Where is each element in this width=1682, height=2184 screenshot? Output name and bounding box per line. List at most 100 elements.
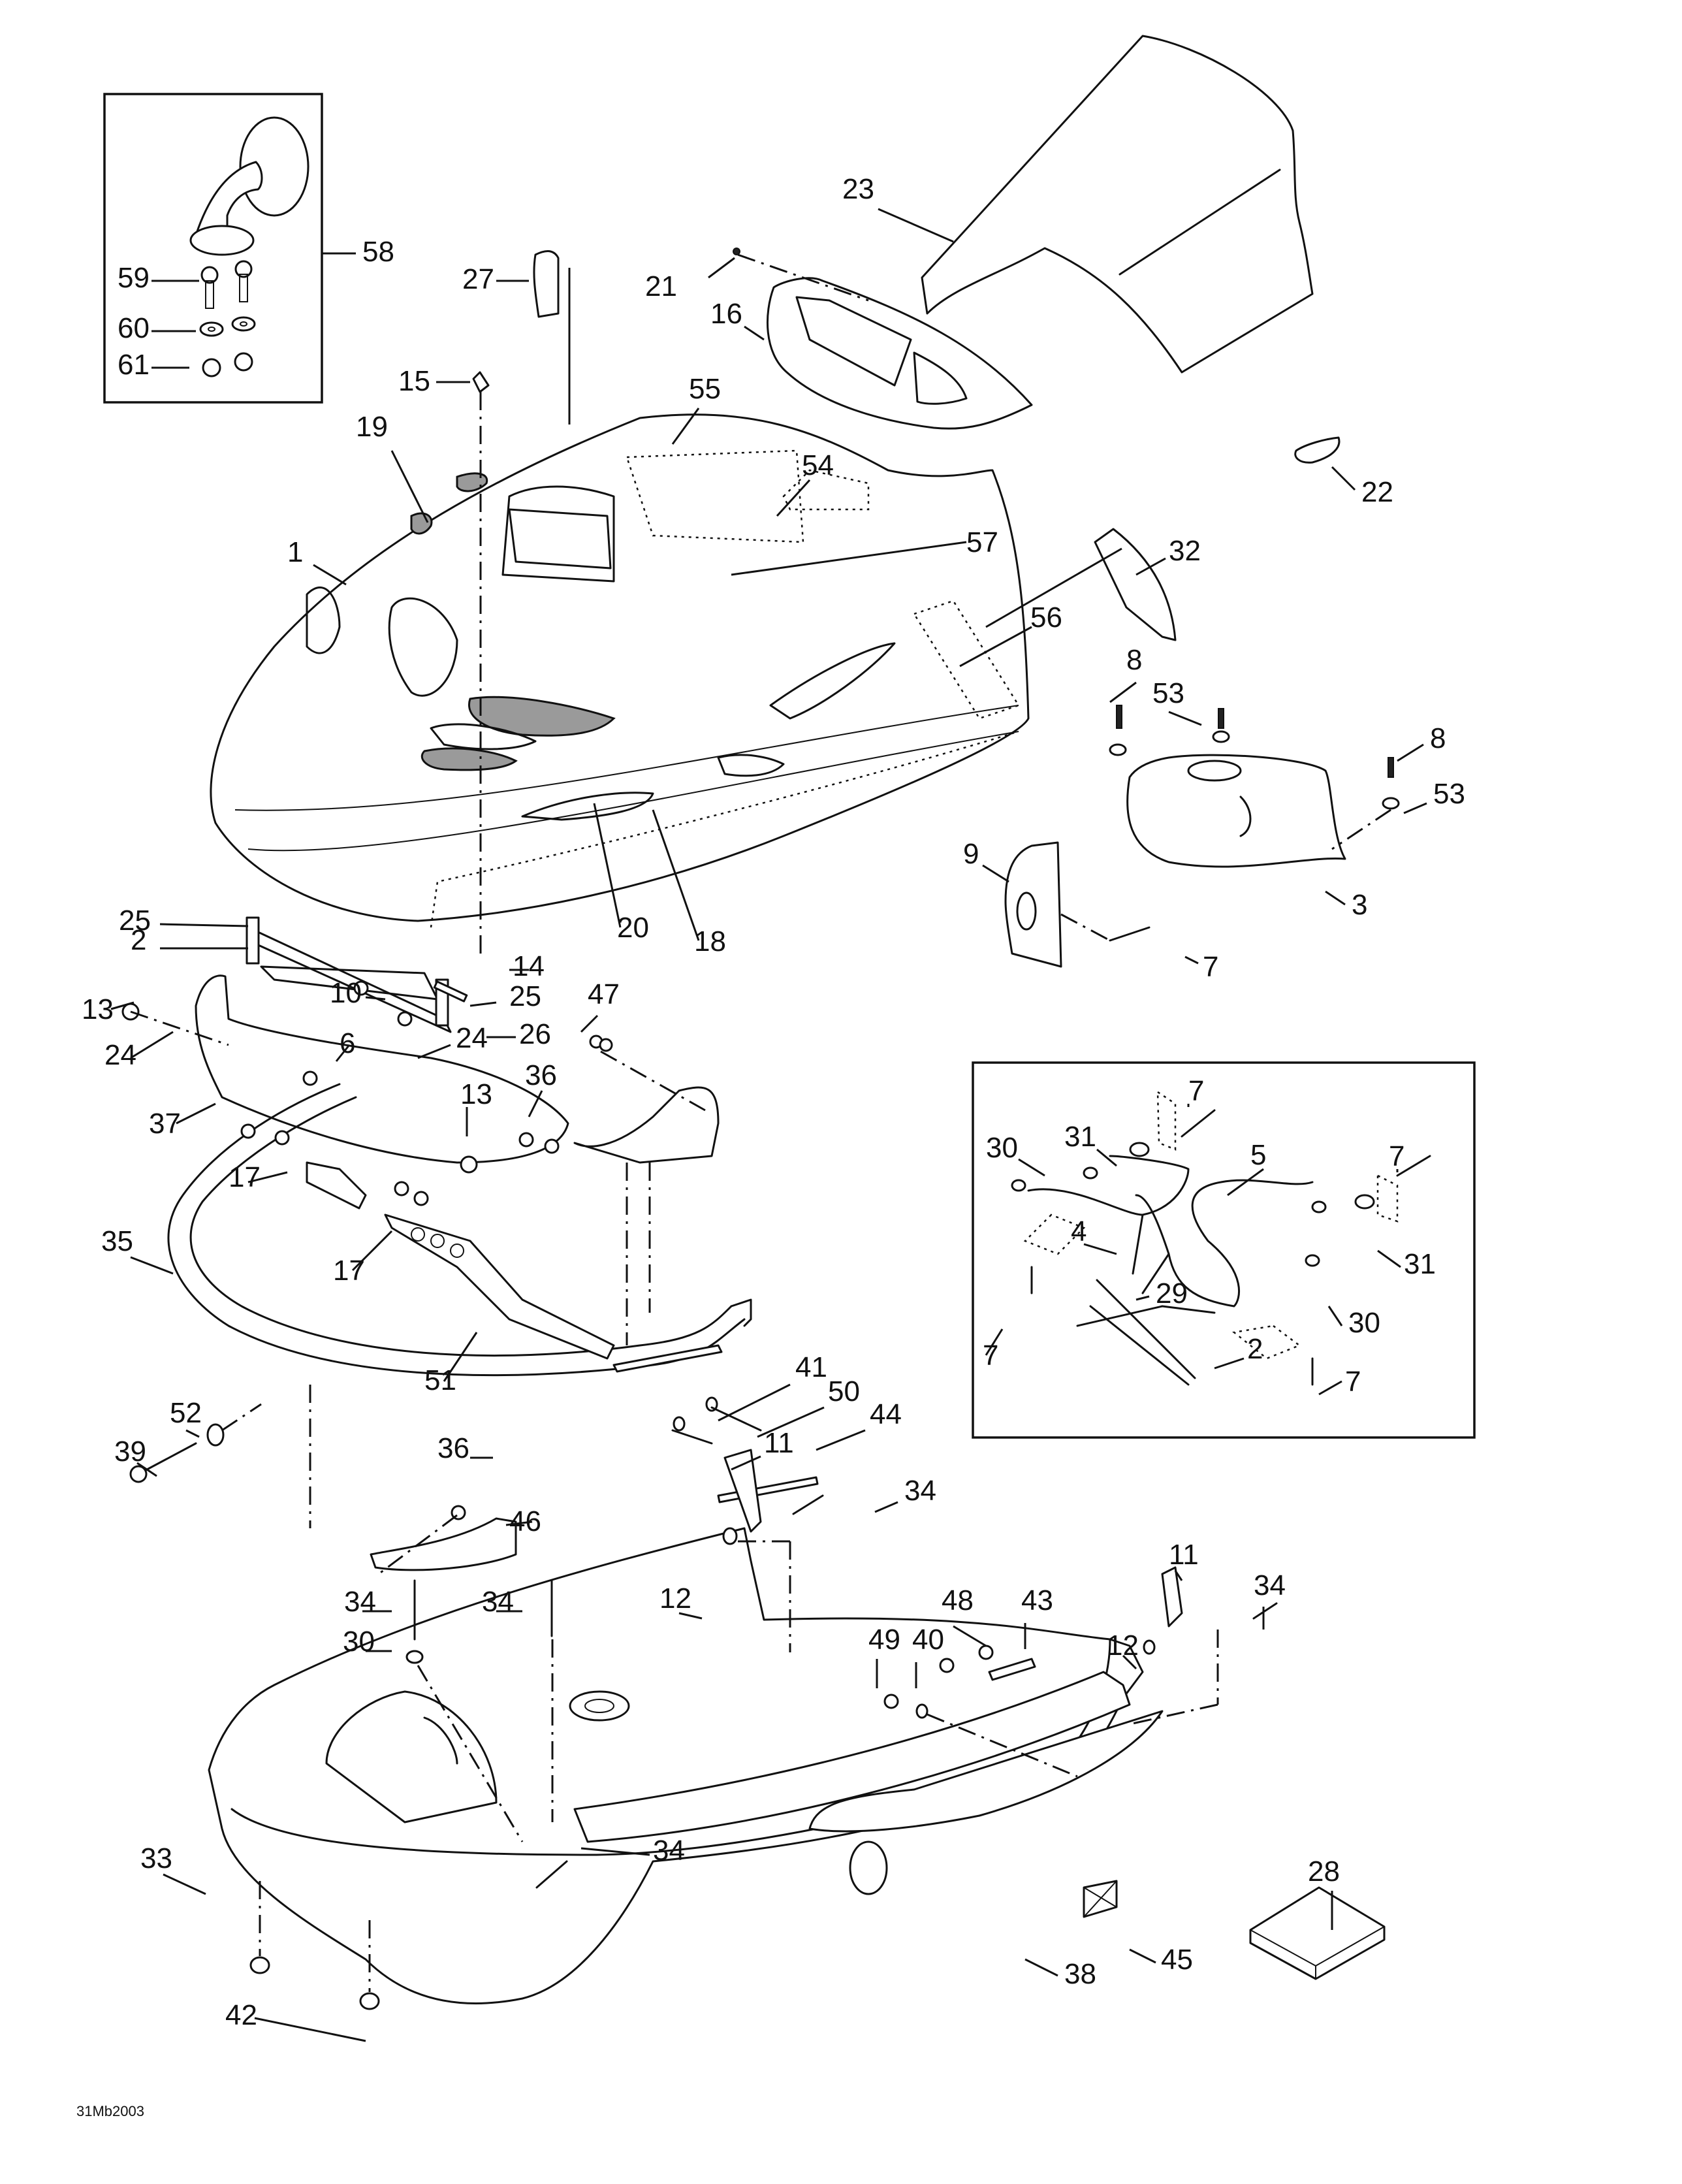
decal-20	[420, 747, 518, 771]
callout-label-10: 10	[330, 977, 362, 1009]
part-27-trim	[533, 250, 560, 318]
callout-label-18: 18	[694, 925, 726, 957]
leader-line-41	[718, 1383, 791, 1422]
callout-label-30: 30	[1348, 1307, 1380, 1339]
callout-label-34: 34	[904, 1475, 936, 1507]
leader-line-38	[1024, 1958, 1058, 1977]
leader-line-20	[593, 803, 622, 928]
callout-label-2: 2	[1247, 1333, 1263, 1365]
leader-line-1	[313, 564, 347, 586]
callout-label-7: 7	[983, 1340, 998, 1372]
leader-line-8	[1397, 743, 1424, 762]
leader-line-31	[1096, 1148, 1117, 1167]
air-silencer-cover	[1126, 754, 1346, 868]
console	[766, 277, 1033, 430]
leader-line-16	[744, 325, 765, 341]
callout-label-35: 35	[101, 1225, 133, 1257]
callout-label-45: 45	[1161, 1944, 1193, 1976]
callout-label-15: 15	[398, 365, 430, 397]
decal-18	[468, 696, 616, 737]
leader-line-36	[528, 1090, 543, 1117]
leader-line-44	[816, 1429, 866, 1451]
leader-line-32	[1135, 557, 1166, 576]
callout-label-25: 25	[509, 980, 541, 1012]
callout-label-22: 22	[1361, 476, 1393, 508]
leader-line-2	[1214, 1357, 1245, 1370]
callout-label-7: 7	[1345, 1366, 1361, 1398]
callout-label-28: 28	[1308, 1855, 1340, 1887]
callout-label-36: 36	[525, 1059, 557, 1091]
leader-line-50	[757, 1406, 825, 1438]
bumper-hardware-41-50-44	[612, 1344, 819, 1503]
leader-line-21	[708, 257, 735, 279]
leader-line-5	[1227, 1168, 1264, 1196]
leader-line-11	[1174, 1570, 1183, 1581]
callout-label-33: 33	[140, 1842, 172, 1874]
leader-line-33	[163, 1873, 206, 1895]
callout-label-7: 7	[1188, 1075, 1204, 1107]
leader-line-24	[417, 1044, 451, 1059]
leader-line-31	[1377, 1249, 1401, 1268]
inset-frame	[103, 93, 323, 404]
leader-line-4	[1083, 1243, 1117, 1255]
inset-frame-2	[972, 1061, 1476, 1439]
bracket-9	[1004, 841, 1062, 968]
callout-label-44: 44	[870, 1398, 902, 1430]
leader-line-8	[1109, 681, 1137, 703]
leader-line-10	[365, 996, 386, 1001]
callout-label-31: 31	[1404, 1248, 1436, 1280]
callout-label-56: 56	[1030, 602, 1062, 634]
leader-line-53	[1403, 802, 1427, 814]
leader-line-48	[953, 1625, 987, 1647]
leader-line-37	[176, 1102, 216, 1125]
callout-label-2: 2	[131, 924, 146, 956]
leader-line-56	[959, 626, 1032, 667]
leader-line-9	[982, 864, 1009, 883]
mirror-part	[189, 116, 309, 256]
leader-line-46	[505, 1520, 533, 1526]
leader-line-19	[390, 450, 429, 523]
mirror-kit-inset	[103, 93, 356, 404]
callout-label-38: 38	[1064, 1958, 1096, 1990]
leader-line-39	[136, 1462, 157, 1477]
rear-bumper	[573, 1671, 1164, 1843]
plug-38	[849, 1840, 888, 1895]
callout-label-36: 36	[437, 1432, 469, 1464]
part-22-knob	[1294, 436, 1341, 464]
leader-line-45	[1129, 1948, 1156, 1964]
callout-label-32: 32	[1169, 535, 1201, 567]
callout-label-41: 41	[795, 1351, 827, 1383]
windshield	[921, 35, 1314, 374]
callout-label-37: 37	[149, 1108, 181, 1140]
callout-label-34: 34	[482, 1586, 514, 1618]
callout-label-34: 34	[344, 1586, 376, 1618]
nut-pair	[202, 352, 253, 377]
callout-label-47: 47	[588, 978, 620, 1010]
callout-label-17: 17	[229, 1161, 261, 1193]
leader-line-6	[335, 1044, 351, 1062]
washer-pair	[199, 316, 256, 337]
hood-support-inset	[972, 1061, 1476, 1439]
callout-label-1: 1	[287, 536, 303, 568]
callout-label-48: 48	[942, 1584, 974, 1616]
leader-line-35	[130, 1256, 174, 1275]
callout-label-12: 12	[659, 1582, 691, 1614]
leader-line-34	[874, 1501, 898, 1513]
leader-line-54	[776, 479, 811, 517]
manual-28	[1249, 1886, 1386, 1980]
leader-line-22	[1331, 466, 1356, 491]
callout-label-7: 7	[1203, 951, 1218, 983]
callout-label-27: 27	[462, 263, 494, 295]
callout-label-57: 57	[966, 526, 998, 558]
callout-label-7: 7	[1389, 1140, 1404, 1172]
leader-line-55	[671, 408, 700, 445]
leader-line-3	[1325, 890, 1346, 906]
screw-pair	[200, 260, 253, 309]
callout-label-25: 25	[119, 905, 151, 937]
leader-line-17	[247, 1171, 288, 1183]
callout-label-61: 61	[118, 349, 150, 381]
callout-label-5: 5	[1250, 1139, 1266, 1171]
callout-label-31: 31	[1064, 1121, 1096, 1153]
